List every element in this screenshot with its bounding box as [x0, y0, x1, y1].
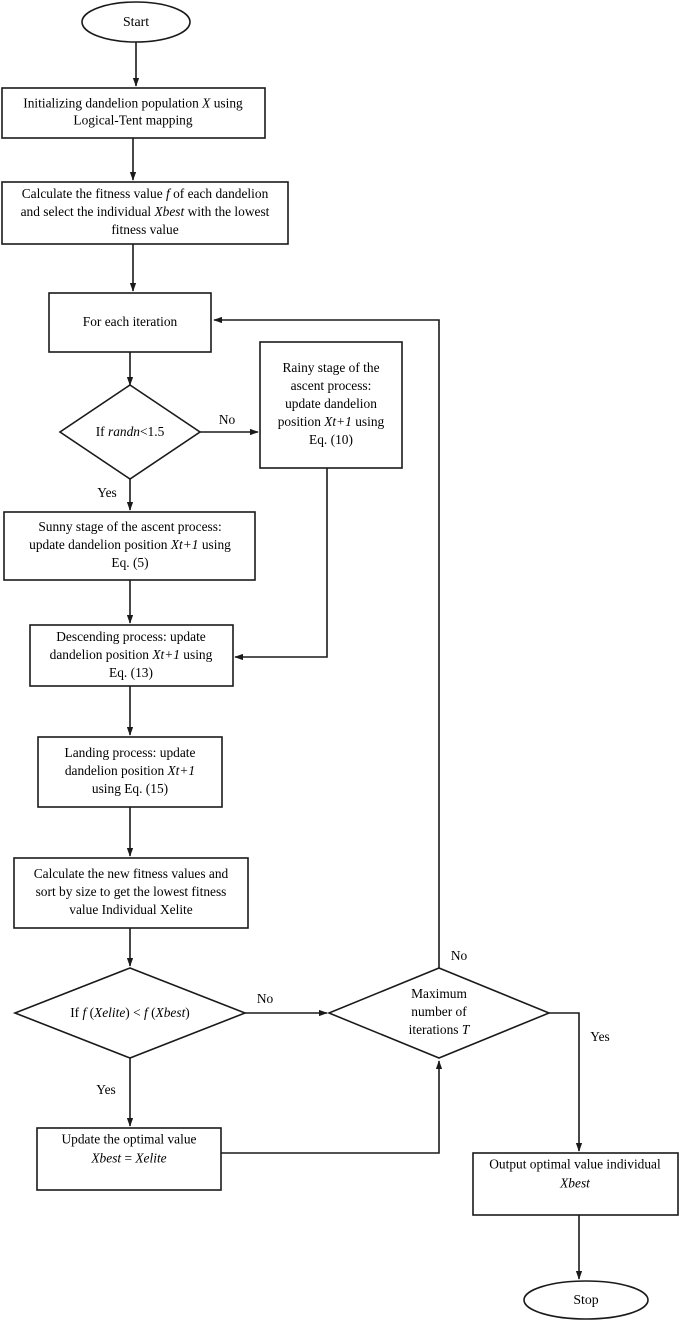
edge-label-randn-yes: Yes [97, 485, 116, 500]
new-fitness-box [13, 857, 249, 929]
edge-max-iter-no-to-iteration [213, 316, 440, 968]
output-box [472, 1152, 679, 1216]
init-label: Initializing dandelion population X usin… [23, 96, 243, 128]
edge-rainy-to-descending [234, 468, 328, 661]
node-randn-decision[interactable]: If randn<1.5 [58, 384, 202, 480]
edge-max-iter-yes-to-output [549, 1012, 583, 1152]
fitness-box [1, 181, 289, 245]
landing-box [37, 736, 223, 808]
randn-decision-label: If randn<1.5 [96, 424, 165, 439]
elite-decision-label: If f (Xelite) < f (Xbest) [70, 1005, 190, 1020]
start-ellipse [81, 1, 191, 43]
stop-ellipse [523, 1280, 649, 1320]
fitness-label: Calculate the fitness value f of each da… [21, 186, 270, 237]
node-iteration[interactable]: For each iteration [48, 292, 212, 353]
update-optimal-box [36, 1127, 222, 1191]
node-start[interactable]: Start [81, 1, 191, 43]
edge-label-randn-no: No [219, 412, 236, 427]
edge-label-elite-no: No [257, 991, 274, 1006]
node-stop[interactable]: Stop [523, 1280, 649, 1320]
sunny-box [3, 511, 256, 581]
rainy-box [259, 341, 403, 469]
edge-label-layer: No Yes No Yes No Yes [96, 412, 609, 1097]
init-box [1, 87, 266, 139]
node-init[interactable]: Initializing dandelion population X usin… [1, 87, 266, 139]
iteration-label: For each iteration [83, 314, 178, 329]
connector-layer [126, 42, 583, 1280]
sunny-label: Sunny stage of the ascent process:update… [29, 519, 231, 570]
node-fitness[interactable]: Calculate the fitness value f of each da… [1, 181, 289, 245]
node-elite-decision[interactable]: If f (Xelite) < f (Xbest) [12, 967, 248, 1059]
iteration-box [48, 292, 212, 353]
max-iter-decision-diamond [326, 967, 552, 1059]
stop-label: Stop [573, 1292, 598, 1307]
edge-update-to-max-iter [221, 1060, 443, 1154]
randn-decision-diamond [58, 384, 202, 480]
elite-decision-diamond [12, 967, 248, 1059]
edge-label-elite-yes: Yes [96, 1082, 115, 1097]
node-sunny[interactable]: Sunny stage of the ascent process:update… [3, 511, 256, 581]
start-label: Start [123, 14, 149, 29]
edge-label-max-iter-yes: Yes [590, 1029, 609, 1044]
descending-box [29, 624, 234, 687]
edge-label-max-iter-no: No [451, 948, 468, 963]
